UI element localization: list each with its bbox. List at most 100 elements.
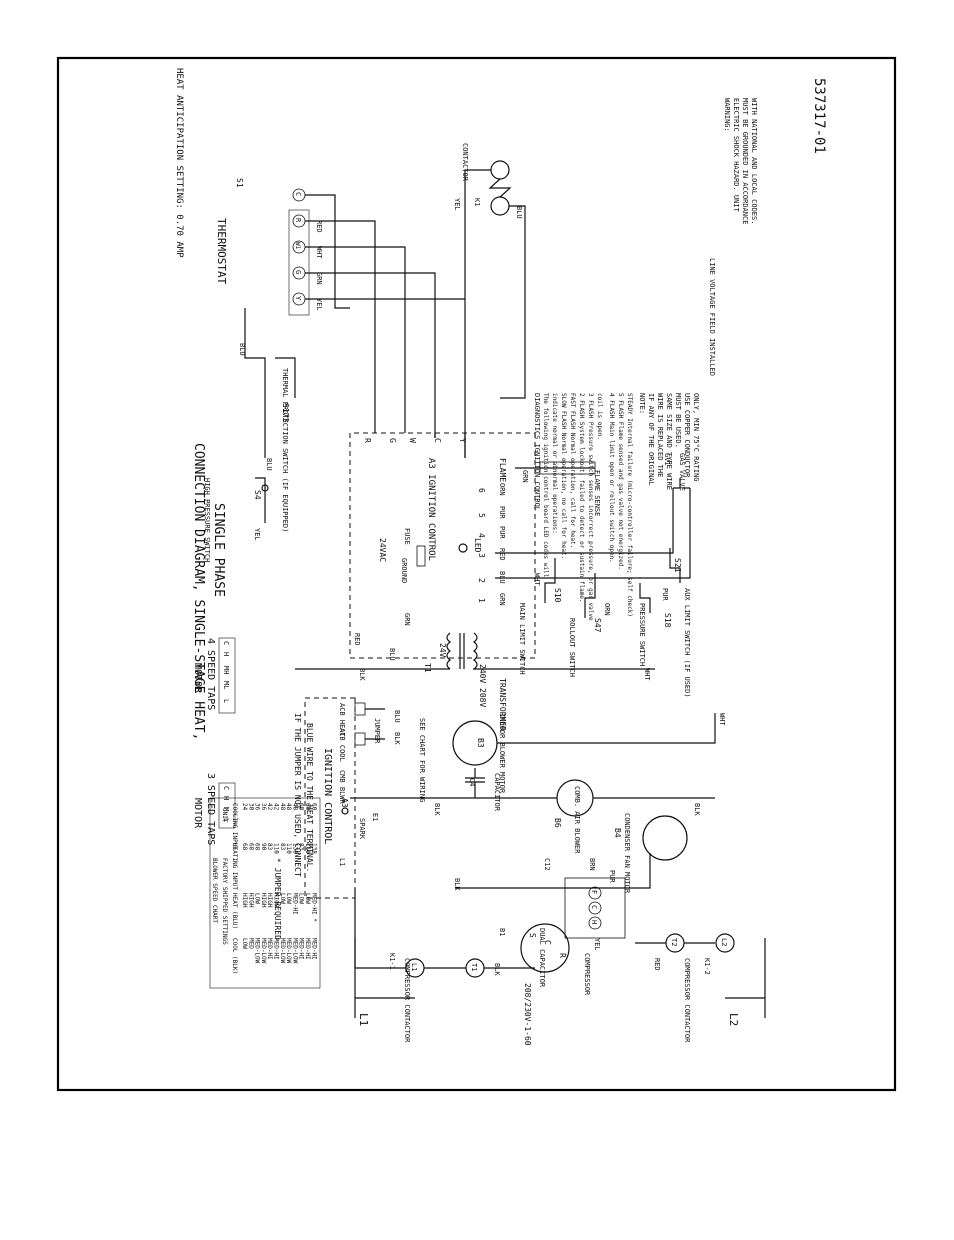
compressor-id: B1 [498, 928, 506, 936]
wire-label-red: RED [315, 220, 323, 233]
speed-chart-cell: 48 [279, 803, 286, 811]
motor4-tap-mh: MH [222, 666, 230, 674]
wire-contactor-blu [500, 205, 526, 399]
terminal-l1-label: L1 [410, 963, 418, 971]
main-limit-id: S10 [553, 588, 562, 603]
transformer-wire-wht: WHT [643, 668, 651, 681]
rollout-switch [584, 573, 596, 618]
wire-gas-valve-red [495, 488, 674, 554]
warning-line-0: WARNING: [723, 98, 731, 132]
speed-chart-cell: 48 [291, 803, 298, 811]
wire-thermostat-y [305, 298, 466, 458]
acb-cool-label: ACB COOL [338, 728, 346, 762]
ign-pin-6: 6 [477, 488, 486, 493]
speed-chart-cell: 68 [241, 843, 248, 851]
aux-limit-label: AUX LIMIT SWITCH (IF USED) [683, 588, 691, 698]
transformer-wire-red: RED [353, 633, 361, 646]
transformer-label: TRANSFORMER [498, 678, 507, 731]
motor3-tap-m: M [222, 807, 230, 811]
ignition-control-title: A3 IGNITION CONTROL [426, 458, 436, 561]
speed-chart-col-1: HEATING INPUT [231, 843, 238, 890]
transformer-wire-grn: GRN [403, 613, 411, 626]
speed-chart-cell: MED-LOW [260, 938, 267, 964]
speed-chart-cell: 90 [260, 843, 267, 851]
indoor-wire-wht: WHT [718, 713, 726, 726]
motor4-taps: L ML MH H C [222, 641, 230, 703]
note-line-1: IF ANY OF THE ORIGINAL [647, 393, 655, 486]
aux-wire-pur: PUR [661, 588, 669, 601]
warning-line-1: ELECTRIC SHOCK HAZARD. UNIT [732, 98, 740, 213]
compressor-s: S [528, 933, 537, 938]
jumper-note-line1: IF THE JUMPER IS NOT USED, CONNECT [293, 713, 302, 877]
note-line-4: MUST BE USED. [674, 393, 682, 448]
hp-switch-wire-yel: YEL [253, 528, 261, 541]
speed-chart-cell: 110 [285, 843, 292, 854]
diagnostics-block: DIAGNOSTICS IGNITION CONTROL The followi… [533, 393, 633, 621]
speed-chart-cell: 83 [279, 843, 286, 851]
main-limit-switch [544, 558, 556, 603]
wire-label-grn: GRN [315, 272, 323, 285]
jumper-required: * JUMPER REQUIRED [273, 858, 282, 940]
pressure-switch-label: PRESSURE SWITCH [638, 603, 646, 666]
dual-cap-term-f [588, 886, 602, 900]
high-pressure-switch-label: HIGH PRESSURE SWITCH [203, 478, 211, 562]
blower-control-id: A3 [340, 798, 349, 808]
comb-air-wire-blk: BLK [433, 803, 441, 816]
acb-wire-blu: BLU [393, 710, 401, 723]
ign-term-w: W [408, 438, 417, 443]
line-voltage-note: LINE VOLTAGE FIELD INSTALLED [708, 258, 716, 376]
power-l2: L2 [727, 1013, 740, 1026]
acb-cool-terminal [354, 732, 366, 746]
speed-chart-title: BLOWER SPEED CHART [211, 858, 218, 923]
capacitor-label: CAPACITOR [493, 773, 501, 812]
motor4-title: MOTOR [192, 663, 203, 694]
speed-chart-cell: HIGH [273, 893, 280, 908]
blower-control-title: IGNITION CONTROL [322, 748, 333, 844]
ign-term-r: R [363, 438, 372, 443]
speed-chart-cell: HIGH [260, 893, 267, 908]
speed-chart-cell: LOW [241, 938, 248, 949]
transformer-24v: 24V [438, 643, 447, 658]
thermostat-block [288, 209, 310, 316]
thermal-protection-id: S173 [281, 403, 290, 422]
jumper-label: JUMPER [373, 718, 381, 744]
blower-speed-chart: BLOWER SPEED CHART UNIT FACTORY SHIPPED … [209, 797, 321, 989]
motor4-taps-box [218, 637, 236, 714]
wire-indoor-blower-wht [497, 713, 716, 744]
thermal-wire-blu: BLU [238, 343, 246, 356]
speed-chart-cell: HIGH [241, 893, 248, 908]
hp-switch-pivot [261, 484, 269, 492]
speed-chart-cell: MED [247, 938, 254, 949]
speed-chart-col-0: COOLING INPUT [231, 803, 238, 850]
speed-chart-cell: 42 [266, 803, 273, 811]
transformer-wire-blk: BLK [358, 668, 366, 681]
diag-line-5: 3 FLASH Pressure switch senses incorrect… [587, 393, 594, 621]
diagram-frame [56, 56, 897, 1092]
wire-t1-l1 [354, 888, 535, 969]
ign-wire-blu: BLU [498, 571, 506, 584]
k1-2-label: COMPRESSOR CONTACTOR [683, 958, 691, 1043]
diagnostics-title: DIAGNOSTICS IGNITION CONTROL [533, 393, 541, 511]
ign-term-c: C [433, 438, 442, 443]
dual-cap-term-h [588, 916, 602, 930]
condenser-fan-id: B4 [613, 828, 622, 838]
wire-label-wht: WHT [315, 246, 323, 259]
note-line-6: ONLY, MIN 75°C RATING [692, 393, 700, 482]
thermostat-terminal-y-label: Y [294, 296, 302, 301]
flame-sense-label: FLAME SENSE [593, 470, 601, 516]
ign-pin-4: 4 [477, 533, 486, 538]
contactor-wire-blu: BLU [515, 206, 523, 219]
speed-chart-cell: LOW [304, 893, 311, 904]
thermostat-terminals: Y G W1 R C [292, 188, 306, 306]
terminal-t1-label: T1 [470, 963, 478, 971]
speed-chart-cell: 110 [273, 843, 280, 854]
speed-chart-cell: 60 [298, 803, 305, 811]
wire-contactor-yel [464, 169, 491, 299]
transformer-208v: 208V [478, 688, 487, 707]
comb-air-id: B6 [553, 818, 562, 828]
dual-cap-label: DUAL CAPACITOR [538, 928, 546, 988]
rollout-wire-orn: ORN [603, 603, 611, 616]
compressor-wire-blk: BLK [493, 963, 501, 976]
acb-wire-blk: BLK [393, 732, 401, 745]
speed-chart-cell: 24 [241, 803, 248, 811]
